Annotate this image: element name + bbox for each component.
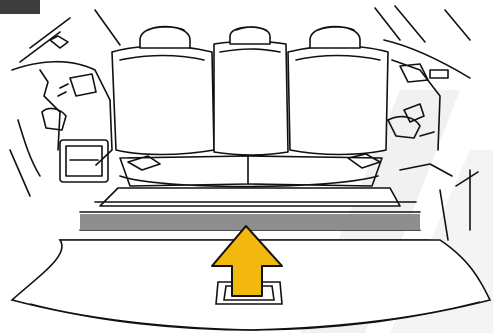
corner-tab-icon xyxy=(0,0,40,14)
seat-cushion-edge xyxy=(120,154,382,187)
rear-seat-icon xyxy=(112,41,388,155)
floor-band xyxy=(80,214,420,230)
headrest-icon xyxy=(140,27,360,49)
left-side-panel xyxy=(10,36,112,196)
